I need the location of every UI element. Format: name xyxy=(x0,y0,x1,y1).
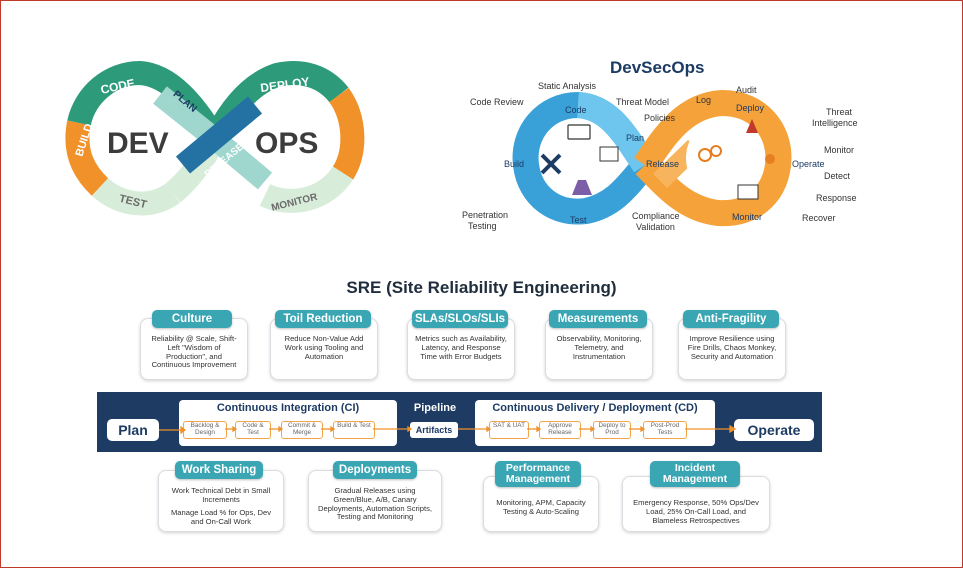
gear-small-icon xyxy=(710,145,722,157)
deploy-label: DEPLOY xyxy=(260,74,311,95)
ci-step-build: Build & Test xyxy=(333,421,375,439)
cd-step-deploy: Deploy to Prod xyxy=(593,421,631,439)
label-detect: Detect xyxy=(824,171,851,181)
monitor-code-icon xyxy=(567,124,591,140)
loop-monitor: Monitor xyxy=(732,212,762,222)
ci-step-backlog: Backlog & Design xyxy=(183,421,227,439)
cd-step-approve: Approve Release xyxy=(539,421,581,439)
toil-reduction-card: Reduce Non-Value Add Work using Tooling … xyxy=(270,318,378,380)
plan-node: Plan xyxy=(107,419,159,441)
work-sharing-card: Work Technical Debt in Small Increments … xyxy=(158,470,284,532)
label-compliance-2: Validation xyxy=(636,222,675,232)
dev-loop-center xyxy=(542,120,614,196)
loop-plan: Plan xyxy=(626,133,644,143)
culture-pill: Culture xyxy=(152,310,232,328)
label-recover: Recover xyxy=(802,213,836,223)
devsecops-title: DevSecOps xyxy=(610,58,705,77)
slas-card: Metrics such as Availability, Latency, a… xyxy=(407,318,515,380)
measurements-card: Observability, Monitoring, Telemetry, an… xyxy=(545,318,653,380)
build-segment xyxy=(65,120,109,196)
work-sharing-text-2: Manage Load % for Ops, Dev and On-Call W… xyxy=(170,508,272,526)
loop-test: Test xyxy=(570,215,587,225)
anti-fragility-pill: Anti-Fragility xyxy=(683,310,779,328)
label-compliance-1: Compliance xyxy=(632,211,680,221)
performance-text: Monitoring, APM, Capacity Testing & Auto… xyxy=(496,498,586,516)
incident-pill: Incident Management xyxy=(650,461,740,487)
gear-icon xyxy=(698,148,712,162)
pipeline-band: Plan Operate Continuous Integration (CI)… xyxy=(97,392,822,452)
label-static-analysis: Static Analysis xyxy=(538,81,597,91)
artifacts-node: Artifacts xyxy=(410,422,458,438)
pipeline-arrows xyxy=(159,424,737,435)
label-threat-model: Threat Model xyxy=(616,97,669,107)
deployments-pill: Deployments xyxy=(333,461,417,479)
deployments-card: Gradual Releases using Green/Blue, A/B, … xyxy=(308,470,442,532)
loop-code: Code xyxy=(565,105,587,115)
loop-operate: Operate xyxy=(792,159,825,169)
work-sharing-text-1: Work Technical Debt in Small Increments xyxy=(171,486,271,504)
measurements-pill: Measurements xyxy=(549,310,647,328)
ops-loop-path xyxy=(634,89,792,227)
loop-release: Release xyxy=(646,159,679,169)
monitor-segment xyxy=(259,165,354,213)
work-sharing-pill: Work Sharing xyxy=(175,461,263,479)
rocket-icon xyxy=(746,119,758,133)
label-response: Response xyxy=(816,193,857,203)
culture-card: Reliability @ Scale, Shift-Left "Wisdom … xyxy=(140,318,248,380)
loop-deploy: Deploy xyxy=(736,103,765,113)
cd-title: Continuous Delivery / Deployment (CD) xyxy=(492,402,698,414)
devops-infinity-loop: DEV OPS CODE BUILD TEST PLAN RELEASE DEP… xyxy=(65,60,375,216)
label-audit: Audit xyxy=(736,85,757,95)
document-icon xyxy=(599,146,619,162)
release-segment xyxy=(175,96,263,174)
cd-step-sat: SAT & UAT xyxy=(489,421,529,439)
culture-text: Reliability @ Scale, Shift-Left "Wisdom … xyxy=(151,334,237,370)
sre-title: SRE (Site Reliability Engineering) xyxy=(346,278,617,297)
dev-label: DEV xyxy=(107,127,169,160)
slas-pill: SLAs/SLOs/SLIs xyxy=(412,310,508,328)
flask-icon xyxy=(572,180,592,195)
label-policies: Policies xyxy=(644,113,676,123)
toil-reduction-pill: Toil Reduction xyxy=(275,310,371,328)
pipeline-label: Pipeline xyxy=(413,402,457,414)
label-pentest-2: Testing xyxy=(468,221,497,231)
label-code-review: Code Review xyxy=(470,97,524,107)
loop-build: Build xyxy=(504,159,524,169)
measurements-text: Observability, Monitoring, Telemetry, an… xyxy=(556,334,642,361)
label-threat-1: Threat xyxy=(826,107,853,117)
operator-icon xyxy=(765,154,775,164)
operate-node: Operate xyxy=(734,419,814,441)
toil-reduction-text: Reduce Non-Value Add Work using Tooling … xyxy=(284,334,364,361)
label-pentest-1: Penetration xyxy=(462,210,508,220)
devsecops-loop: DevSecOps Code Build Test Plan Release D… xyxy=(462,58,858,232)
operate-segment xyxy=(328,87,365,180)
test-segment xyxy=(91,177,181,216)
slas-text: Metrics such as Availability, Latency, a… xyxy=(415,334,507,361)
tools-icon xyxy=(540,153,562,175)
performance-pill: Performance Management xyxy=(495,461,581,487)
ops-loop-center xyxy=(686,118,762,198)
deployments-text: Gradual Releases using Green/Blue, A/B, … xyxy=(318,486,432,522)
anti-fragility-card: Improve Resilience using Fire Drills, Ch… xyxy=(678,318,786,380)
chart-monitor-icon xyxy=(737,184,759,200)
ci-title: Continuous Integration (CI) xyxy=(216,402,360,414)
label-threat-2: Intelligence xyxy=(812,118,858,128)
label-log: Log xyxy=(696,95,711,105)
incident-text: Emergency Response, 50% Ops/Dev Load, 25… xyxy=(633,498,759,525)
ops-label: OPS xyxy=(255,127,318,160)
anti-fragility-text: Improve Resilience using Fire Drills, Ch… xyxy=(687,334,777,361)
ci-step-commit: Commit & Merge xyxy=(281,421,323,439)
label-monitor: Monitor xyxy=(824,145,854,155)
